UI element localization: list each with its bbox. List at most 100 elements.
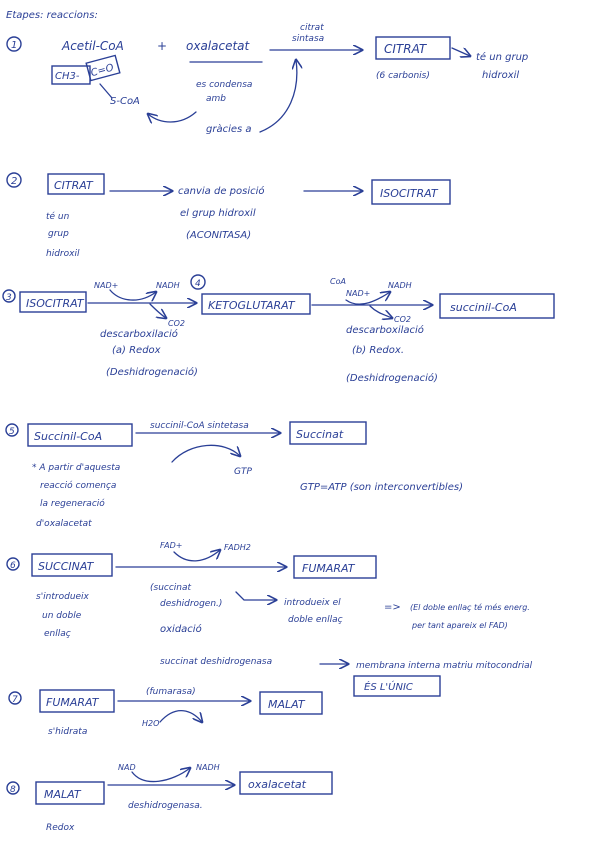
step-2-left-3: hidroxil: [46, 249, 80, 259]
step-1: 1 Acetil-CoA + oxalacetat CH3- C=O S-CoA…: [6, 23, 528, 135]
fumarat-box-2: [39, 689, 115, 713]
intro-text-2: doble enllaç: [288, 615, 343, 625]
fad-arrow: [173, 550, 220, 562]
co2-arrow-b: [369, 305, 392, 318]
side-note-1: té un grup: [476, 51, 528, 63]
isocitrat-box-2: [19, 291, 87, 313]
energy-note-1: (El doble enllaç té més energ.: [410, 602, 530, 612]
enzyme-succinat: (succinat: [150, 583, 192, 593]
nad-arrow-b: [345, 292, 390, 305]
step-8-number: 8: [10, 785, 16, 795]
succinat-product: Succinat: [296, 428, 344, 441]
fadh2-label: FADH2: [224, 543, 251, 552]
carbonyl-box: [85, 54, 121, 82]
step-5-circle: [5, 423, 19, 437]
step-7-number: 7: [12, 695, 18, 705]
step-5: 5 Succinil-CoA succinil-CoA sintetasa GT…: [5, 421, 463, 529]
fumarat-product: FUMARAT: [302, 562, 356, 575]
gtp-label: GTP: [234, 467, 252, 477]
step-3-number: 3: [6, 293, 12, 303]
step-7-circle: [8, 691, 22, 705]
gracies-text: gràcies a: [206, 123, 252, 135]
oxalacetate-label: oxalacetat: [186, 39, 251, 53]
malat-box: [259, 691, 323, 715]
step-2-left-2: grup: [48, 229, 69, 239]
hidrata-note: s'hidrata: [48, 727, 87, 737]
nadh-a: NADH: [156, 281, 180, 290]
nad-arrow-a: [109, 289, 156, 300]
step-6-left-1: s'introdueix: [36, 592, 90, 602]
desc-a-1: descarboxilació: [100, 328, 178, 340]
condensation-text-1: es condensa: [196, 80, 252, 90]
regen-note-4: d'oxalacetat: [36, 519, 92, 529]
structure-scoa: S-CoA: [110, 96, 140, 107]
nad-b: NAD+: [346, 289, 370, 298]
succinil-coa-box: [439, 293, 555, 319]
page-header: Etapes: reaccions:: [6, 10, 98, 21]
succinil-coa-substrate: Succinil-CoA: [34, 430, 102, 443]
coa-b: CoA: [330, 277, 346, 286]
gracies-arrow: [259, 60, 297, 133]
side-note-2: hidroxil: [482, 70, 519, 81]
acetyl-coa-label: Acetil-CoA: [61, 39, 124, 53]
membrane-note-a: succinat deshidrogenasa: [160, 657, 272, 667]
succinat-box: [289, 421, 367, 445]
nad-8: NAD: [118, 763, 136, 772]
isocitrat-box: [371, 179, 451, 205]
structure-bond: [99, 83, 113, 99]
oxidacio-label: oxidació: [160, 623, 202, 635]
enzyme-sintasa: sintasa: [292, 34, 324, 44]
structure-co: C=O: [90, 62, 115, 79]
step-1-circle: [6, 36, 22, 52]
malat-product: MALAT: [268, 698, 306, 711]
oxalacetat-box: [239, 771, 333, 795]
gtp-arrow: [171, 444, 240, 463]
malat-substrate: MALAT: [44, 788, 82, 801]
succinil-coa-box-2: [27, 423, 133, 447]
enzyme-deshidrogen: deshidrogen.): [160, 599, 222, 609]
desc-a-2: (a) Redox: [112, 345, 161, 356]
step-2: 2 CITRAT canvia de posició el grup hidro…: [6, 172, 451, 259]
aconitase-desc-2: el grup hidroxil: [180, 208, 256, 219]
carbon-note: (6 carbonis): [376, 71, 430, 81]
water-arrow: [159, 710, 202, 722]
step-6-left-2: un doble: [42, 611, 82, 621]
citrat-box-2: [47, 173, 105, 195]
intro-text-1: introdueix el: [284, 598, 341, 608]
malat-box-2: [35, 781, 105, 805]
nad-arrow-8: [131, 768, 190, 783]
enzyme-citrat: citrat: [300, 23, 324, 33]
energy-note-2: per tant apareix el FAD): [411, 621, 508, 630]
deshidrogenasa-label: deshidrogenasa.: [128, 801, 203, 811]
co2-a: CO2: [168, 319, 185, 328]
enzyme-to-intro-arrow: [235, 591, 276, 600]
h2o-label: H2O: [142, 719, 159, 728]
desc-b-1: descarboxilació: [346, 324, 424, 336]
plus-sign: +: [157, 39, 167, 53]
step-6-left-3: enllaç: [44, 629, 71, 639]
condensation-arrow: [148, 111, 197, 122]
fumarasa-label: (fumarasa): [146, 687, 196, 697]
step-8-circle: [6, 781, 20, 795]
side-note-arrow: [451, 47, 470, 56]
co2-arrow-a: [149, 303, 166, 318]
succinat-substrate: SUCCINAT: [38, 560, 95, 573]
structure-ch3: CH3-: [55, 71, 80, 82]
circle-4-number: 4: [195, 279, 201, 289]
nadh-8: NADH: [196, 763, 220, 772]
aconitase-desc-3: (ACONITASA): [186, 230, 251, 241]
circle-4: [190, 274, 206, 290]
step-2-left-1: té un: [46, 211, 70, 222]
step-5-number: 5: [9, 427, 15, 437]
unic-box: [353, 675, 441, 697]
ketoglutarat-label: KETOGLUTARAT: [208, 299, 296, 312]
step-1-number: 1: [11, 40, 17, 51]
regen-note-3: la regeneració: [40, 498, 105, 509]
condensation-text-2: amb: [206, 94, 226, 104]
isocitrat-substrate: ISOCITRAT: [26, 297, 85, 310]
desc-b-2: (b) Redox.: [352, 345, 404, 356]
aconitase-desc-1: canvia de posició: [178, 185, 265, 197]
succinat-box-2: [31, 553, 113, 577]
step-6-number: 6: [10, 561, 16, 571]
